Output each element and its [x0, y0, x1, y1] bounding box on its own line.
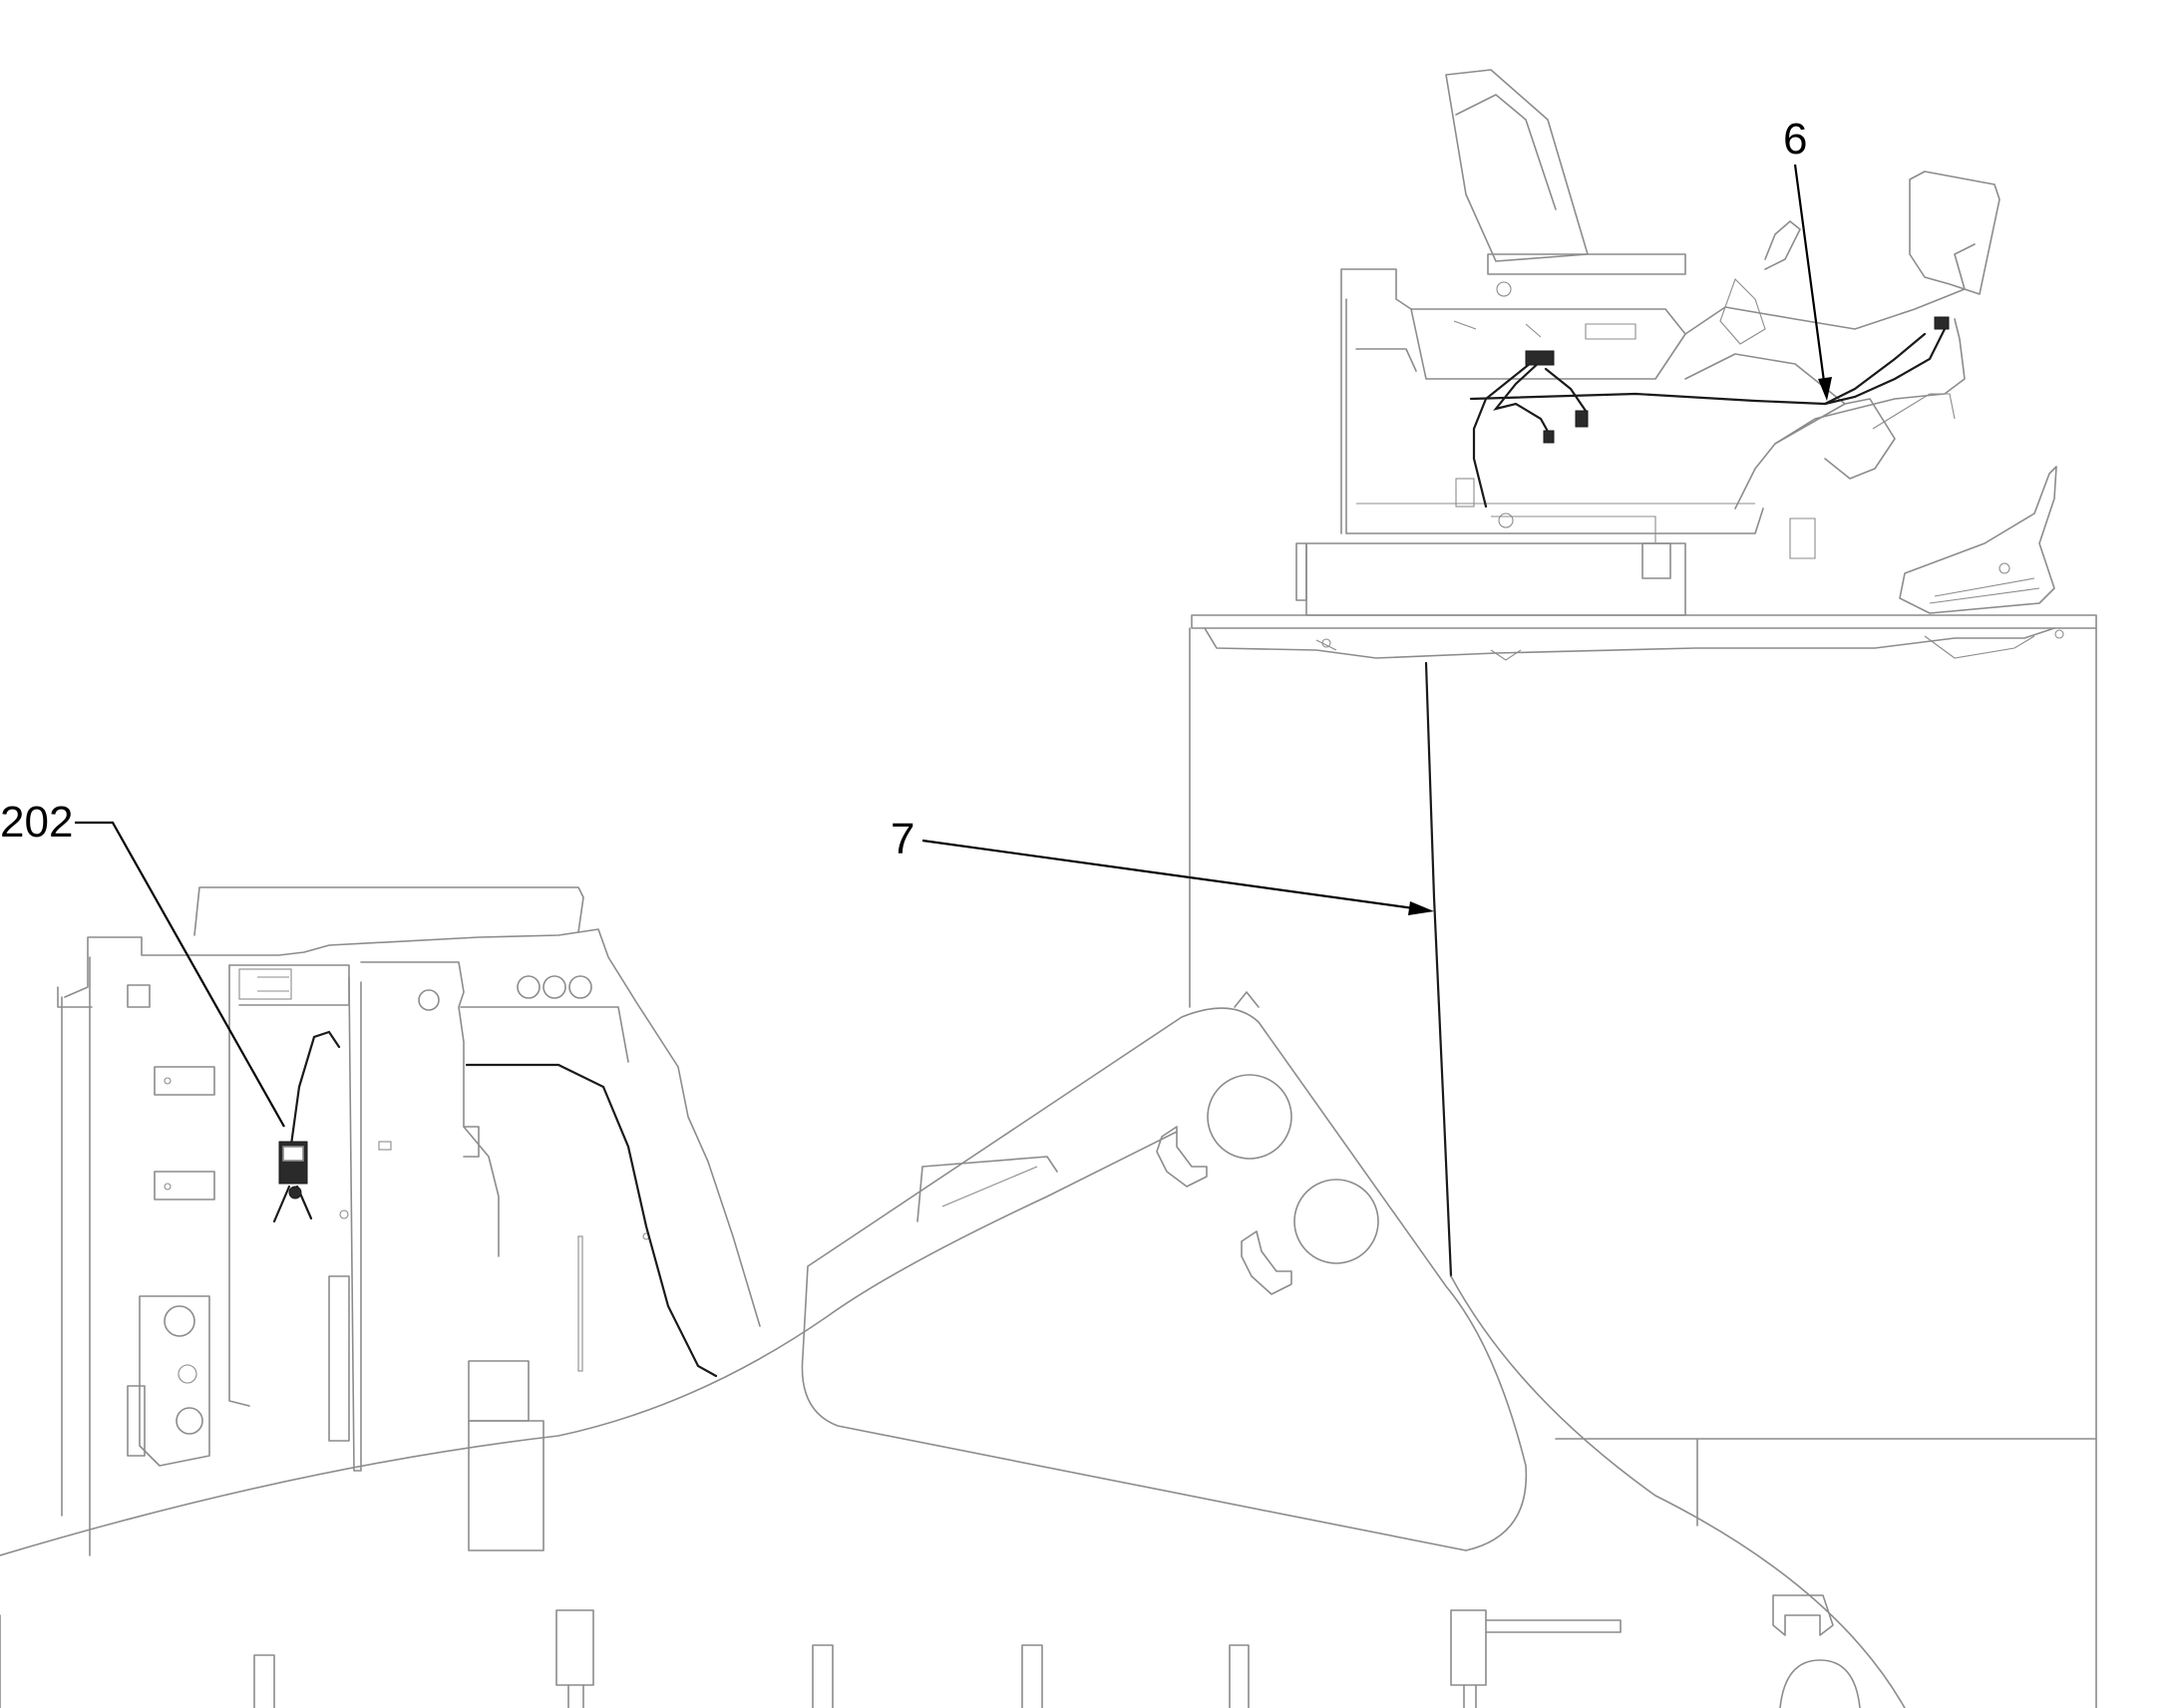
callout-7-arrowhead	[1408, 901, 1434, 915]
operator-platform	[1191, 614, 2097, 661]
frame-wire	[465, 1063, 718, 1378]
callout-7: 7	[891, 815, 914, 863]
bottom-posts	[253, 1609, 1622, 1708]
callout-6: 6	[1783, 115, 1807, 164]
switch-202	[272, 1030, 341, 1223]
vertical-harness	[1424, 661, 1453, 1278]
left-frame-assembly	[57, 886, 761, 1556]
boom-plate	[801, 991, 1528, 1551]
foot-pedal	[1899, 466, 2057, 614]
seat-base	[1295, 268, 1764, 616]
callout-202: 202	[0, 798, 73, 847]
seat-back	[1445, 69, 1686, 297]
seat-wiring-harness	[1469, 316, 1950, 509]
armrest-console	[1684, 171, 2000, 559]
lower-body	[0, 1131, 1906, 1708]
callout-leaders	[75, 164, 1832, 1128]
callout-6-arrowhead	[1818, 377, 1832, 401]
tower-column	[1189, 627, 2097, 1708]
